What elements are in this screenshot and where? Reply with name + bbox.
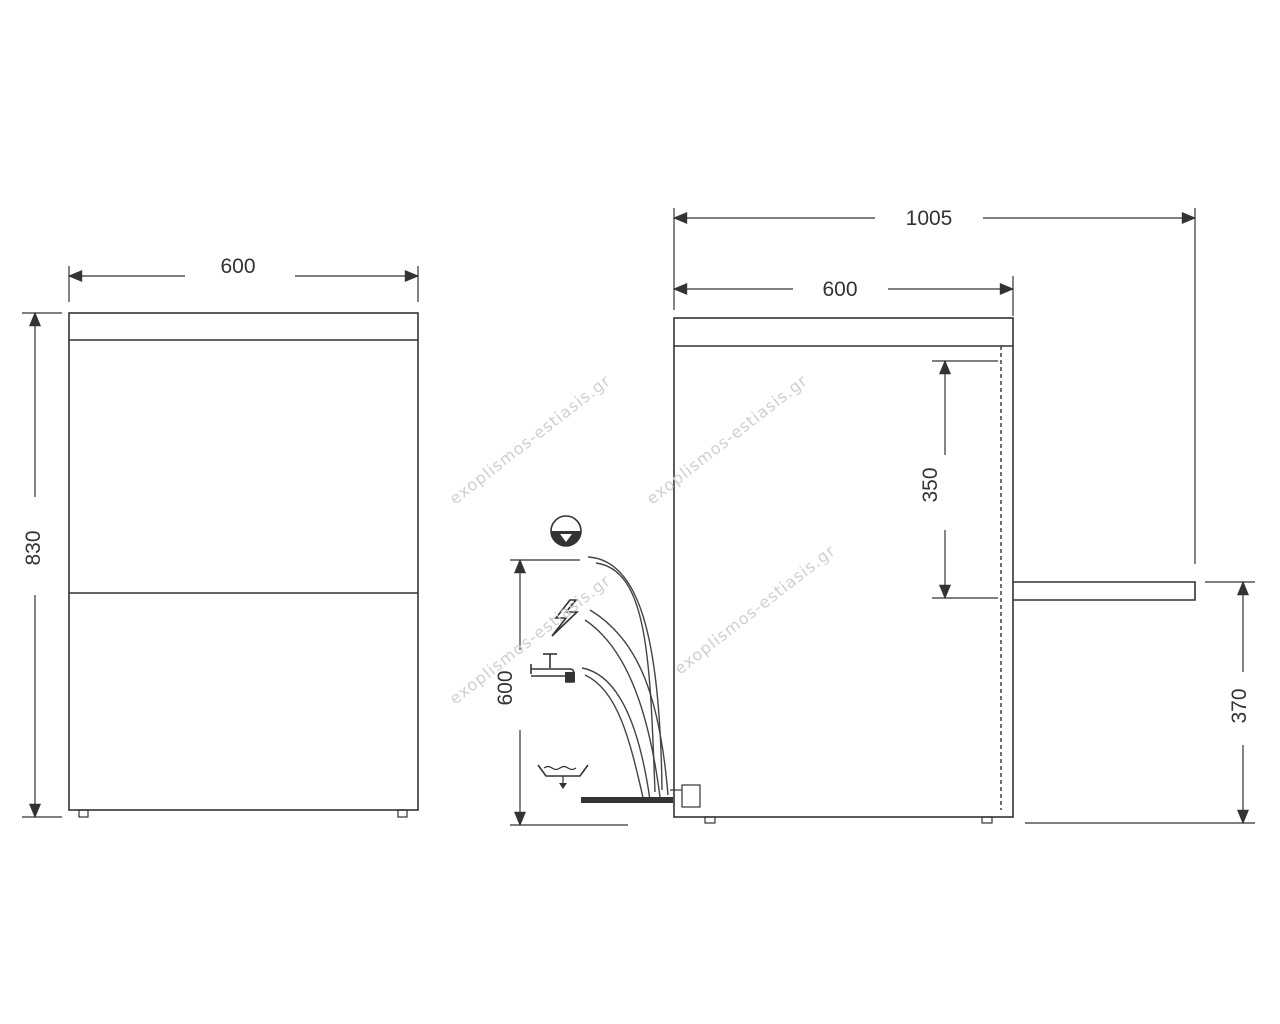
side-foot-right — [981, 816, 993, 824]
front-height-label: 830 — [22, 530, 45, 565]
connection-block — [681, 784, 701, 808]
front-foot-left — [78, 809, 89, 818]
drain-hose-line-2 — [595, 562, 656, 793]
water-hose-line-2 — [584, 674, 645, 803]
front-view: 600 830 — [22, 255, 420, 819]
watermark-1: exoplismos-estiasis.gr — [446, 371, 614, 508]
front-width-label: 600 — [220, 255, 255, 278]
power-cable-line-2 — [584, 619, 661, 798]
watermark-3: exoplismos-estiasis.gr — [446, 571, 614, 708]
power-cable-line-1 — [589, 609, 669, 796]
open-door-shelf — [1013, 581, 1196, 601]
floor-drain-icon — [537, 764, 589, 789]
water-tap-icon — [530, 653, 575, 683]
side-depth-label: 600 — [822, 278, 857, 301]
front-body-outline — [68, 312, 419, 811]
clearance-label: 350 — [919, 467, 942, 502]
floor-drain-pipe — [581, 797, 673, 803]
electric-icon — [551, 599, 579, 637]
water-hose-line-1 — [581, 667, 651, 801]
front-foot-right — [397, 809, 408, 818]
side-foot-left — [704, 816, 716, 824]
drain-pump-icon — [550, 515, 582, 547]
conn-height-label: 600 — [494, 670, 517, 705]
side-view: 1005 600 350 600 370 — [494, 207, 1255, 827]
side-depth-open-label: 1005 — [906, 207, 953, 230]
door-height-label: 370 — [1228, 688, 1251, 723]
side-body-outline — [673, 317, 1014, 818]
